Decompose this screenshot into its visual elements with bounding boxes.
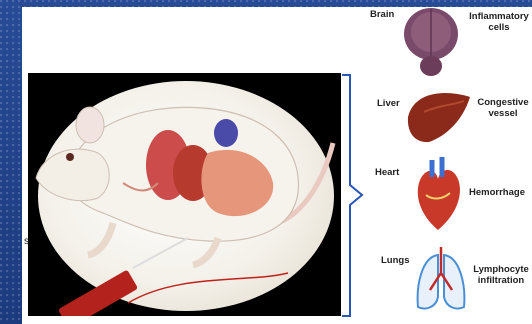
organ-label-brain: Brain bbox=[370, 10, 394, 20]
rat-stomach-organ bbox=[214, 119, 238, 147]
organ-label-liver: Liver bbox=[377, 99, 400, 109]
brain-icon bbox=[400, 4, 462, 84]
rat-drawing bbox=[28, 73, 341, 316]
liver-icon bbox=[404, 87, 474, 147]
rat-eye bbox=[66, 153, 74, 161]
rat-ear bbox=[76, 107, 104, 143]
organ-label-lungs: Lungs bbox=[381, 256, 410, 266]
lungs-icon bbox=[412, 245, 470, 317]
finding-liver: Congestive vessel bbox=[475, 98, 531, 120]
finding-brain-line-2: cells bbox=[468, 23, 530, 34]
heart-icon bbox=[412, 155, 464, 235]
finding-liver-line-2: vessel bbox=[475, 109, 531, 120]
finding-heart: Hemorrhage bbox=[463, 188, 531, 199]
rat-front-leg bbox=[88, 223, 113, 255]
finding-lungs-line-2: infiltration bbox=[472, 276, 530, 287]
left-edge-label: s bbox=[24, 236, 29, 247]
finding-lungs: Lymphocyte infiltration bbox=[472, 265, 530, 287]
finding-brain: Inflammatory cells bbox=[468, 12, 530, 34]
organ-label-heart: Heart bbox=[375, 168, 399, 178]
rat-hind-leg bbox=[193, 238, 218, 265]
grouping-bracket bbox=[340, 73, 370, 318]
syringe bbox=[58, 238, 288, 316]
rat-anatomy-illustration bbox=[28, 73, 341, 316]
